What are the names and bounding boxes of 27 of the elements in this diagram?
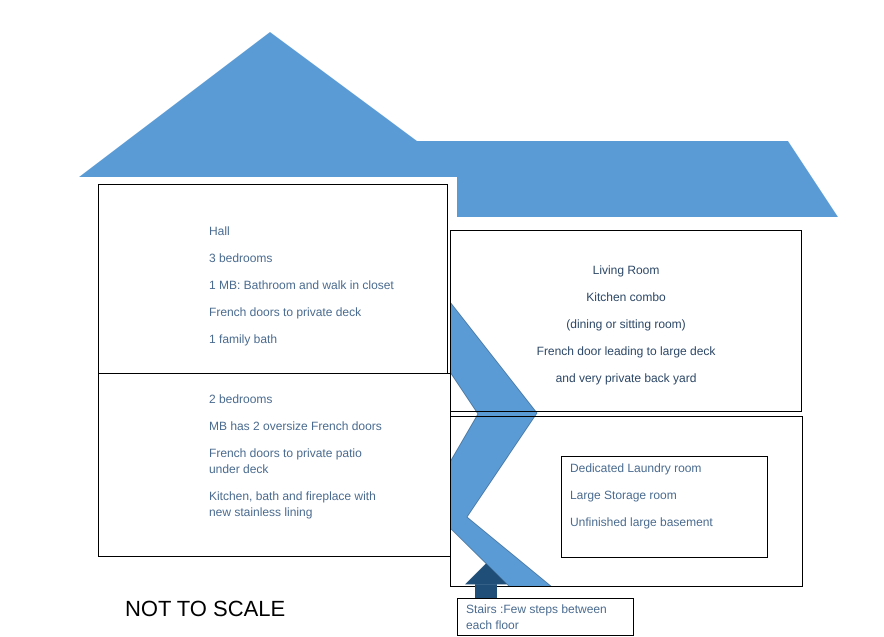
room-box	[450, 230, 802, 412]
room-box	[98, 184, 448, 374]
room-text: Hall	[209, 223, 230, 239]
room-text: Dedicated Laundry room	[570, 460, 702, 476]
room-text: 2 bedrooms	[209, 391, 272, 407]
room-text: Kitchen combo	[586, 289, 666, 305]
scale-note: NOT TO SCALE	[125, 596, 286, 622]
room-text: 1 family bath	[209, 331, 278, 347]
room-text: French door leading to large deck	[536, 343, 716, 359]
room-text: French doors to private deck	[209, 304, 362, 320]
callout-text: Stairs :Few steps between each floor	[466, 601, 608, 633]
room-text: Living Room	[592, 262, 660, 278]
room-text: 1 MB: Bathroom and walk in closet	[209, 277, 394, 293]
inner-box	[561, 456, 768, 558]
room-text: Large Storage room	[570, 487, 677, 503]
room-text: 3 bedrooms	[209, 250, 272, 266]
room-box	[98, 373, 451, 557]
room-text: Kitchen, bath and fireplace with new stainless lining	[209, 488, 377, 520]
house-roof	[79, 32, 838, 217]
room-text: French doors to private patio under deck	[209, 445, 363, 477]
room-text: Unfinished large basement	[570, 514, 713, 530]
room-text: MB has 2 oversize French doors	[209, 418, 382, 434]
room-text: and very private back yard	[556, 370, 696, 386]
room-box	[450, 416, 803, 587]
room-text: (dining or sitting room)	[566, 316, 686, 332]
block-arrow	[465, 563, 507, 598]
callout-box	[457, 598, 634, 636]
